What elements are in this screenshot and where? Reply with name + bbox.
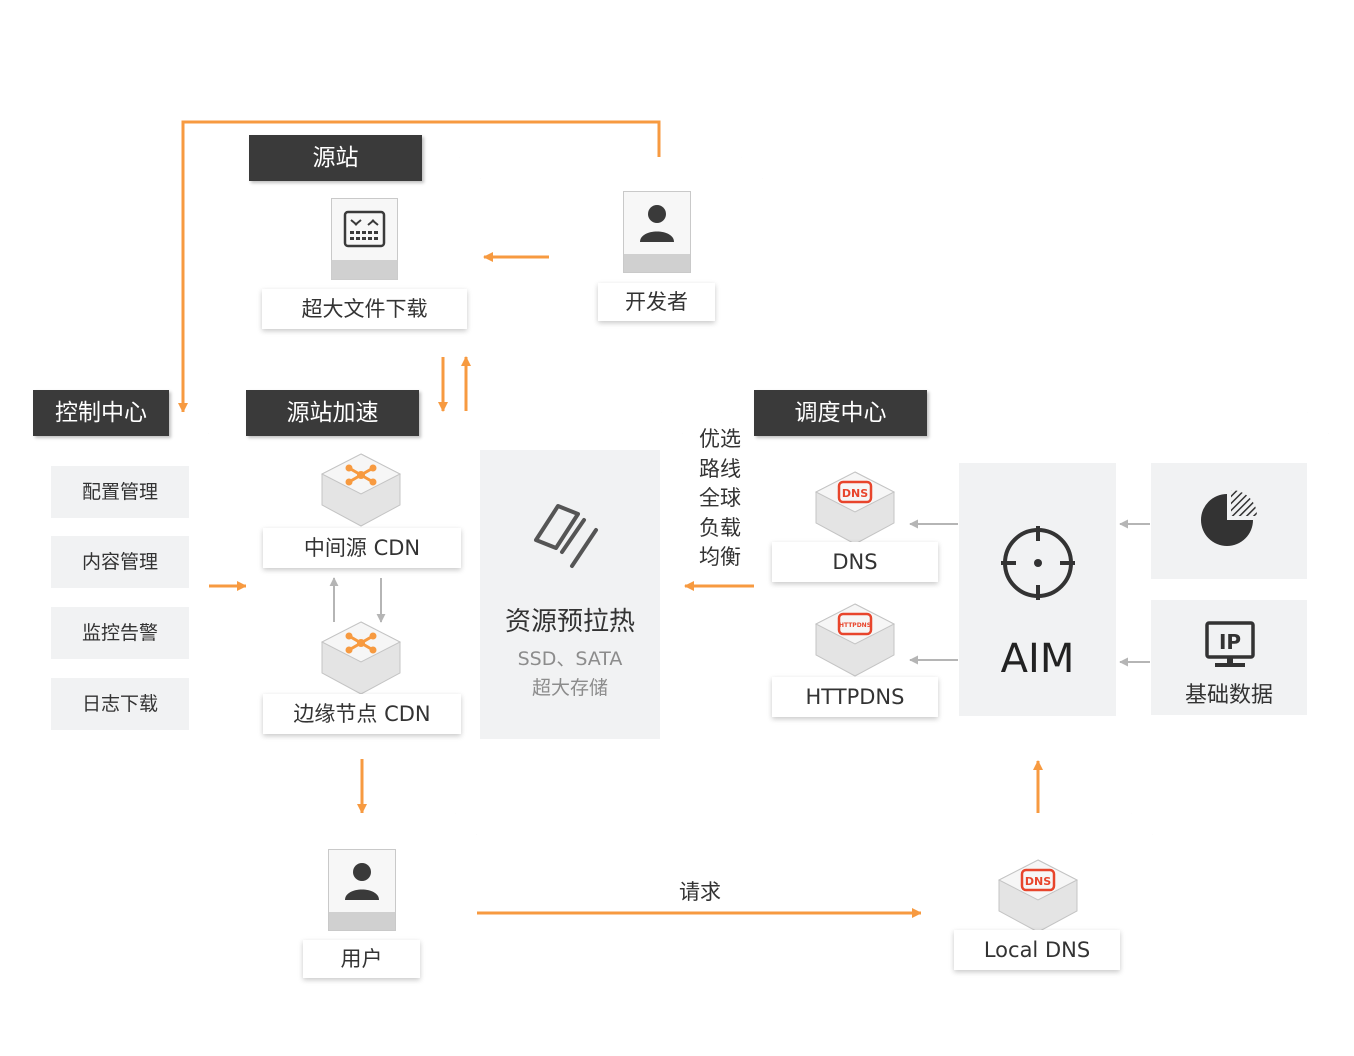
menu-monitor-alert[interactable]: 监控告警	[51, 607, 189, 659]
preheat-sub1: SSD、SATA	[517, 648, 623, 670]
route-label-line: 负载	[699, 515, 741, 540]
ip-monitor-icon: IP	[1205, 621, 1255, 669]
layers-icon	[532, 500, 606, 578]
route-label: 优选 路线 全球 负载 均衡	[692, 425, 748, 573]
dns-label: DNS	[772, 542, 938, 582]
dispatch-center-title: 调度中心	[754, 390, 927, 436]
developer-label: 开发者	[598, 283, 715, 321]
developer-user-icon	[623, 191, 691, 273]
httpdns-label: HTTPDNS	[772, 677, 938, 717]
control-center-title: 控制中心	[33, 390, 169, 436]
dns-badge-text: DNS	[842, 487, 868, 500]
route-label-line: 全球	[699, 486, 741, 510]
route-label-line: 优选	[699, 427, 741, 451]
httpdns-badge-text: HTTPDNS	[839, 622, 871, 629]
edge-cdn-node-icon	[320, 620, 402, 698]
ip-text: IP	[1219, 630, 1241, 654]
dev-to-control-arrow	[178, 120, 661, 413]
request-label: 请求	[679, 880, 721, 904]
route-label-line: 均衡	[699, 545, 741, 569]
menu-log-download[interactable]: 日志下载	[51, 678, 189, 730]
dns-cube-icon: DNS	[814, 470, 896, 546]
pie-chart-icon	[1201, 490, 1257, 546]
menu-config-management[interactable]: 配置管理	[51, 466, 189, 518]
origin-accel-title: 源站加速	[246, 390, 419, 436]
local-dns-cube-icon: DNS	[997, 858, 1079, 934]
httpdns-cube-icon: HTTPDNS	[814, 602, 896, 678]
route-label-line: 路线	[699, 456, 741, 481]
mid-cdn-node-icon	[320, 452, 402, 530]
user-icon	[328, 849, 396, 931]
preheat-panel	[480, 450, 660, 739]
menu-content-management[interactable]: 内容管理	[51, 536, 189, 588]
aim-label: AIM	[1000, 636, 1075, 682]
base-data-label: 基础数据	[1184, 683, 1273, 708]
mid-cdn-label: 中间源 CDN	[263, 528, 461, 568]
user-label: 用户	[303, 940, 420, 978]
large-file-download-label: 超大文件下载	[262, 289, 467, 329]
preheat-title: 资源预拉热	[504, 607, 635, 637]
source-station-title: 源站	[249, 135, 422, 181]
preheat-sub2: 超大存储	[531, 677, 608, 699]
local-dns-badge-text: DNS	[1025, 875, 1051, 888]
local-dns-label: Local DNS	[954, 930, 1120, 970]
target-icon	[1000, 525, 1076, 601]
edge-cdn-label: 边缘节点 CDN	[263, 694, 461, 734]
server-icon	[331, 198, 398, 280]
